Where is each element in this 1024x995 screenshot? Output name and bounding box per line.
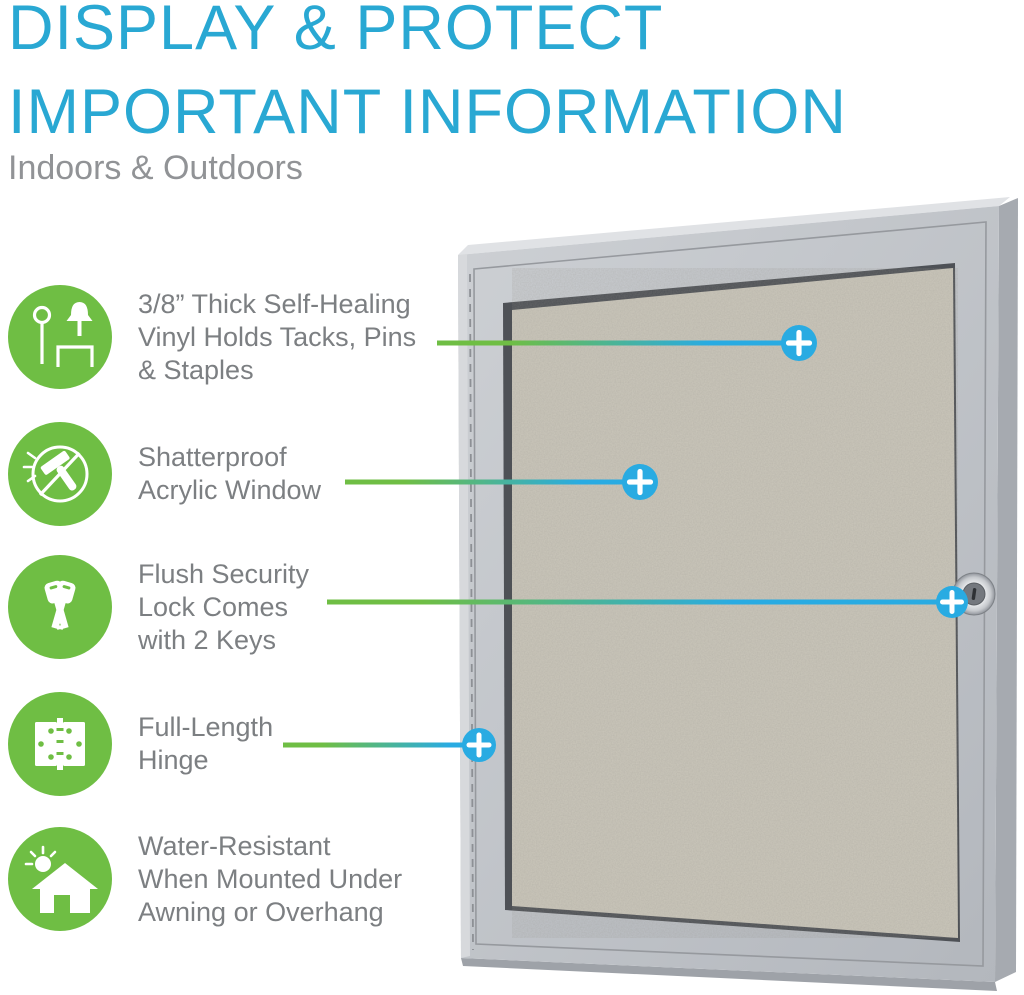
feature-line: Shatterproof xyxy=(138,442,287,472)
plus-icon xyxy=(940,590,964,614)
feature-vinyl: 3/8” Thick Self-Healing Vinyl Holds Tack… xyxy=(8,285,416,389)
feature-line: Lock Comes xyxy=(138,591,289,622)
hinge-dashed-line xyxy=(469,273,474,951)
feature-text: Shatterproof Acrylic Window xyxy=(138,441,321,507)
feature-line: Full-Length xyxy=(138,712,274,742)
security-keys-icon xyxy=(8,555,112,659)
hotspot-marker-vinyl[interactable] xyxy=(781,325,817,361)
feature-line: Awning or Overhang xyxy=(138,896,384,927)
board-top-face xyxy=(458,197,1010,255)
feature-line: Hinge xyxy=(138,745,209,775)
frame-left-highlight xyxy=(458,254,470,958)
feature-line: Vinyl Holds Tacks, Pins xyxy=(138,321,417,352)
feature-text: Water-Resistant When Mounted Under Awnin… xyxy=(138,830,402,929)
page-subtitle: Indoors & Outdoors xyxy=(8,149,303,187)
title-line-1: DISPLAY & PROTECT xyxy=(8,0,664,63)
hotspot-marker-hinge[interactable] xyxy=(462,728,496,762)
shatterproof-hammer-icon xyxy=(8,422,112,526)
hinge-icon xyxy=(8,692,112,796)
page-title: DISPLAY & PROTECT IMPORTANT INFORMATION xyxy=(8,0,1008,154)
feature-text: 3/8” Thick Self-Healing Vinyl Holds Tack… xyxy=(138,288,416,387)
feature-text: Flush Security Lock Comes with 2 Keys xyxy=(138,558,309,657)
pin-tack-staple-icon xyxy=(8,285,112,389)
lock-keyhole-icon xyxy=(971,588,977,600)
feature-line: Acrylic Window xyxy=(138,475,322,505)
plus-icon xyxy=(466,732,492,758)
feature-hinge: Full-Length Hinge xyxy=(8,692,273,796)
plus-icon xyxy=(785,329,813,357)
hotspot-marker-window[interactable] xyxy=(622,464,658,500)
board-right-side-face xyxy=(995,198,1018,982)
feature-line: Water-Resistant xyxy=(138,830,331,861)
house-sun-icon xyxy=(8,827,112,931)
feature-line: & Staples xyxy=(138,354,254,385)
feature-line: When Mounted Under xyxy=(138,863,403,894)
feature-window: Shatterproof Acrylic Window xyxy=(8,422,321,526)
board-bottom-face xyxy=(461,958,997,991)
feature-line: 3/8” Thick Self-Healing xyxy=(138,288,411,319)
feature-line: with 2 Keys xyxy=(138,624,277,655)
feature-line: Flush Security xyxy=(138,558,310,589)
title-line-2: IMPORTANT INFORMATION xyxy=(8,77,847,147)
frame-seam-groove xyxy=(473,221,987,967)
hotspot-marker-lock[interactable] xyxy=(936,586,968,618)
plus-icon xyxy=(626,468,654,496)
feature-water-resistant: Water-Resistant When Mounted Under Awnin… xyxy=(8,827,402,931)
feature-lock: Flush Security Lock Comes with 2 Keys xyxy=(8,555,309,659)
feature-text: Full-Length Hinge xyxy=(138,711,273,777)
